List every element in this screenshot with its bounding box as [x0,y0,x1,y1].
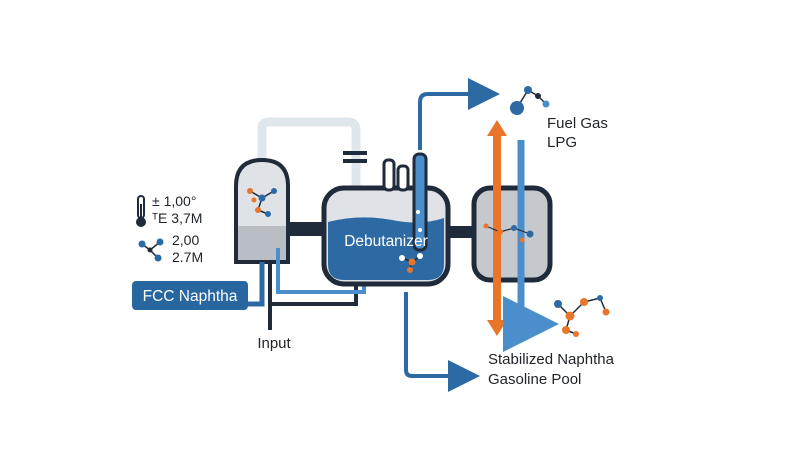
overhead-return-pipe [257,117,361,188]
overhead-valve-2 [343,159,367,163]
mol-line-2: 2.7M [172,249,203,265]
fuel-gas-arrow [418,78,500,150]
lpg-pipe [503,140,559,352]
heat-exchanger [471,185,553,283]
stabilized-naphtha-arrow [404,292,480,392]
fuel-gas-label: Fuel Gas [547,115,608,132]
fcc-naphtha-label: FCC Naphtha [143,288,238,305]
lpg-molecule-icon [554,295,610,337]
gasoline-pool-label: Gasoline Pool [488,371,581,388]
drum-column-link [288,222,324,236]
stabilized-naphtha-label: Stabilized Naphtha [488,351,615,368]
molecule-indicator-icon [138,238,164,262]
exchanger-molecules [483,223,534,243]
fcc-naphtha-box: FCC Naphtha [132,281,248,310]
lpg-label: LPG [547,134,577,151]
column-molecules [399,210,423,273]
input-label: Input [257,335,291,352]
feed-pipe-outer [248,262,265,307]
column-exchanger-link [448,226,476,238]
orange-flow-arrow [487,120,507,336]
debutanizer-label: Debutanizer [344,233,428,250]
thermometer-icon [136,195,146,227]
mol-line-1: 2,00 [172,232,199,248]
overhead-valve [343,151,367,155]
temp-line-2: ᵀE 3,7M [152,210,202,226]
debutanizer-vessel [321,152,451,287]
left-drum-molecules [247,188,277,217]
fuel-gas-molecule-icon [510,86,550,115]
temp-line-1: ± 1,00° [152,193,196,209]
